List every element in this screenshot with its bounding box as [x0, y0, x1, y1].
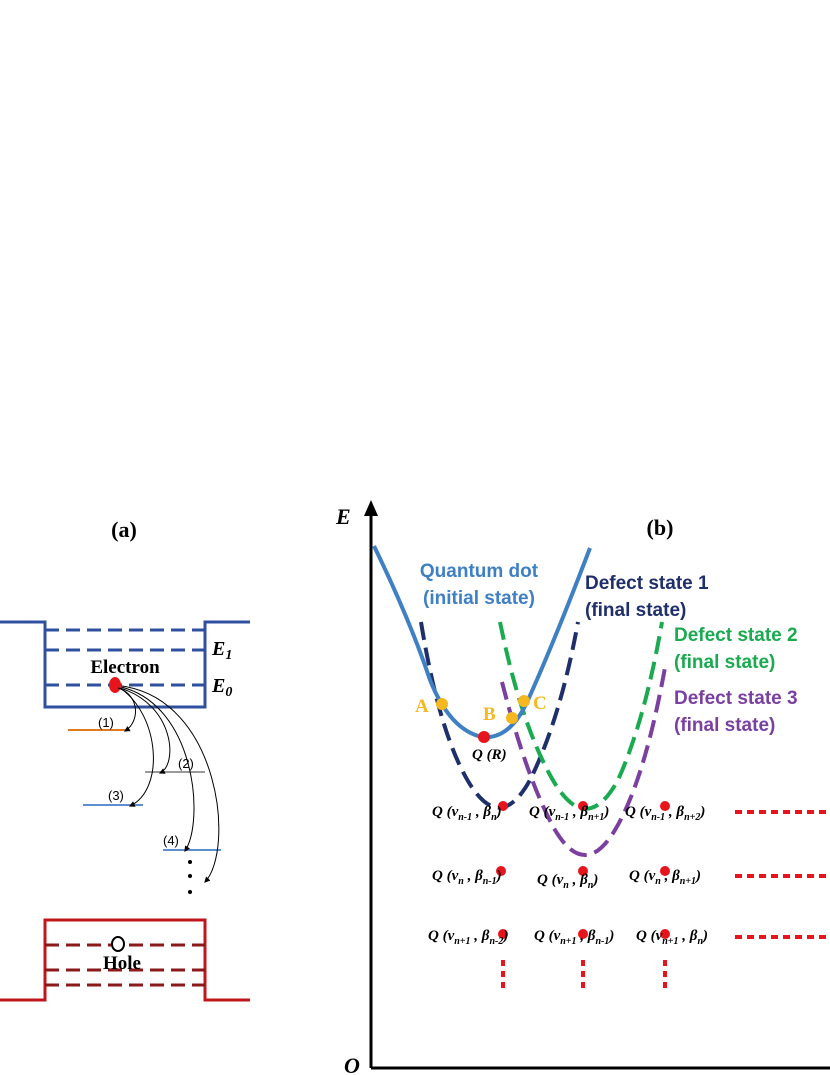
origin-label: O	[344, 1053, 360, 1075]
electron-label: Electron	[90, 657, 160, 678]
q-label: Q (vn+1 , βn)	[636, 928, 708, 947]
defect3-label-2: (final state)	[674, 715, 775, 736]
y-axis-arrow	[364, 500, 378, 516]
vib-dot	[498, 929, 508, 939]
transition-arrow-3	[119, 687, 154, 807]
vib-dot	[496, 866, 506, 876]
conduction-well	[0, 620, 250, 709]
vib-dot	[498, 801, 508, 811]
hole-circle	[111, 936, 125, 952]
qd-label-1: Quantum dot	[420, 561, 539, 582]
vib-dot	[660, 929, 670, 939]
q-label: Q (vn+1 , βn-2)	[428, 928, 508, 947]
transition-arrow-5	[121, 685, 220, 883]
hole-label: Hole	[103, 953, 141, 974]
vib-dot	[578, 801, 588, 811]
q-row-2: Q (vn , βn-1) Q (vn , βn) Q (vn , βn+1)	[432, 866, 830, 891]
transition-label-1: (1)	[98, 715, 114, 730]
transition-arrow-1	[117, 687, 136, 732]
vib-dot	[660, 801, 670, 811]
point-a-label: A	[415, 696, 429, 717]
panel-b-label: (b)	[647, 515, 674, 540]
transition-arrow-4	[120, 686, 195, 853]
vib-dot	[578, 866, 588, 876]
q-label: Q (vn-1 , βn+1)	[529, 804, 609, 823]
point-c-label: C	[533, 693, 547, 714]
transition-label-3: (3)	[108, 788, 124, 803]
crossing-point-b	[506, 712, 518, 724]
panel-a: (a) E1 E0 Electron (1) (2) (3) (4)	[0, 517, 250, 1002]
crossing-point-c	[518, 695, 530, 707]
panel-b: (b) E O Quantum dot (initial state) Defe…	[335, 500, 830, 1075]
qr-label: Q (R)	[472, 747, 507, 763]
vib-dot	[578, 929, 588, 939]
qd-label-2: (initial state)	[423, 588, 535, 609]
q-row-1: Q (vn-1 , βn) Q (vn-1 , βn+1) Q (vn-1 , …	[432, 801, 830, 823]
defect1-label-1: Defect state 1	[585, 573, 709, 594]
q-label: Q (vn-1 , βn)	[432, 804, 502, 823]
defect1-label-2: (final state)	[585, 600, 686, 621]
y-axis-label: E	[335, 504, 351, 529]
defect3-label-1: Defect state 3	[674, 688, 798, 709]
point-b-label: B	[483, 704, 496, 725]
qr-dot	[478, 731, 490, 743]
q-row-3: Q (vn+1 , βn-2) Q (vn+1 , βn-1) Q (vn+1 …	[428, 928, 830, 947]
e1-label: E1	[211, 638, 232, 663]
e0-label: E0	[211, 675, 232, 700]
transition-label-4: (4)	[163, 833, 179, 848]
defect2-label-1: Defect state 2	[674, 625, 798, 646]
electron-dot	[109, 677, 121, 693]
transition-arrow-2	[119, 687, 171, 774]
transition-label-2: (2)	[178, 756, 194, 771]
crossing-point-a	[436, 698, 448, 710]
q-label: Q (vn-1 , βn+2)	[625, 804, 705, 823]
q-label: Q (vn+1 , βn-1)	[534, 928, 614, 947]
defect3-curve	[500, 661, 668, 857]
valence-well	[0, 918, 250, 1002]
q-label: Q (vn , βn+1)	[629, 868, 701, 887]
q-label: Q (vn , βn-1)	[432, 868, 502, 887]
q-label: Q (vn , βn)	[537, 872, 598, 891]
vib-dot	[660, 866, 670, 876]
defect2-label-2: (final state)	[674, 652, 775, 673]
panel-a-label: (a)	[111, 517, 137, 542]
ellipsis-dots	[188, 860, 192, 894]
